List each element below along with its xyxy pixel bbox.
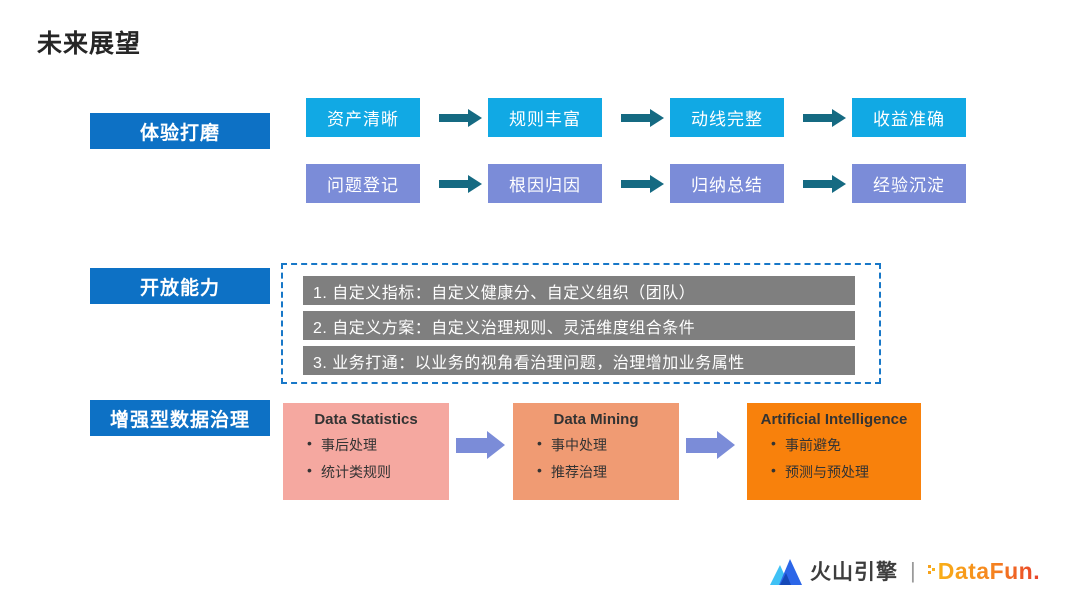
flow-step: 规则丰富 bbox=[488, 98, 602, 137]
flow-gap bbox=[420, 174, 488, 193]
open-capability-item: 1. 自定义指标：自定义健康分、自定义组织（团队） bbox=[303, 276, 855, 305]
flow-gap bbox=[420, 108, 488, 127]
right-arrow-icon bbox=[439, 174, 482, 193]
stage-bullets: 事后处理 统计类规则 bbox=[283, 435, 449, 482]
stage-bullet: 推荐治理 bbox=[537, 462, 679, 482]
flow-gap bbox=[602, 174, 670, 193]
flow-step: 根因归因 bbox=[488, 164, 602, 203]
volcano-engine-icon bbox=[770, 559, 802, 585]
stage-bullet: 事前避免 bbox=[771, 435, 921, 455]
flow-step: 动线完整 bbox=[670, 98, 784, 137]
flow-step: 问题登记 bbox=[306, 164, 420, 203]
right-arrow-icon bbox=[621, 174, 664, 193]
stage-bullet: 统计类规则 bbox=[307, 462, 449, 482]
open-capability-item: 3. 业务打通：以业务的视角看治理问题，治理增加业务属性 bbox=[303, 346, 855, 375]
datafun-logo: DataFun. bbox=[927, 557, 1041, 585]
stage-data-statistics: Data Statistics 事后处理 统计类规则 bbox=[283, 403, 449, 500]
flow-step: 经验沉淀 bbox=[852, 164, 966, 203]
section-label-open: 开放能力 bbox=[90, 268, 270, 304]
flow-row-experience-bottom: 问题登记 根因归因 归纳总结 经验沉淀 bbox=[306, 164, 966, 203]
block-arrow-icon bbox=[456, 431, 505, 459]
stage-title: Data Statistics bbox=[314, 411, 418, 428]
right-arrow-icon bbox=[439, 108, 482, 127]
section-label-augmented: 增强型数据治理 bbox=[90, 400, 270, 436]
right-arrow-icon bbox=[803, 174, 846, 193]
stage-bullet: 预测与预处理 bbox=[771, 462, 921, 482]
footer-brands: 火山引擎 | DataFun. bbox=[770, 556, 1040, 586]
stage-bullet: 事后处理 bbox=[307, 435, 449, 455]
datafun-dots-icon bbox=[927, 563, 935, 579]
flow-gap bbox=[602, 108, 670, 127]
right-arrow-icon bbox=[621, 108, 664, 127]
open-capability-item: 2. 自定义方案：自定义治理规则、灵活维度组合条件 bbox=[303, 311, 855, 340]
flow-step: 收益准确 bbox=[852, 98, 966, 137]
flow-gap bbox=[784, 174, 852, 193]
stage-bullets: 事中处理 推荐治理 bbox=[513, 435, 679, 482]
page-title: 未来展望 bbox=[37, 30, 142, 58]
stage-title: Data Mining bbox=[553, 411, 639, 428]
stage-data-mining: Data Mining 事中处理 推荐治理 bbox=[513, 403, 679, 500]
stage-bullets: 事前避免 预测与预处理 bbox=[747, 435, 921, 482]
stage-bullet: 事中处理 bbox=[537, 435, 679, 455]
block-arrow-icon bbox=[686, 431, 735, 459]
open-capabilities-panel: 1. 自定义指标：自定义健康分、自定义组织（团队） 2. 自定义方案：自定义治理… bbox=[281, 263, 881, 384]
datafun-wordmark: DataFun. bbox=[937, 557, 1041, 584]
flow-step: 资产清晰 bbox=[306, 98, 420, 137]
section-label-experience: 体验打磨 bbox=[90, 113, 270, 149]
volcano-engine-wordmark: 火山引擎 bbox=[810, 561, 898, 584]
stage-artificial-intelligence: Artificial Intelligence 事前避免 预测与预处理 bbox=[747, 403, 921, 500]
flow-row-experience-top: 资产清晰 规则丰富 动线完整 收益准确 bbox=[306, 98, 966, 137]
right-arrow-icon bbox=[803, 108, 846, 127]
brand-separator: | bbox=[910, 558, 916, 583]
flow-gap bbox=[784, 108, 852, 127]
flow-step: 归纳总结 bbox=[670, 164, 784, 203]
stage-title: Artificial Intelligence bbox=[760, 411, 908, 428]
